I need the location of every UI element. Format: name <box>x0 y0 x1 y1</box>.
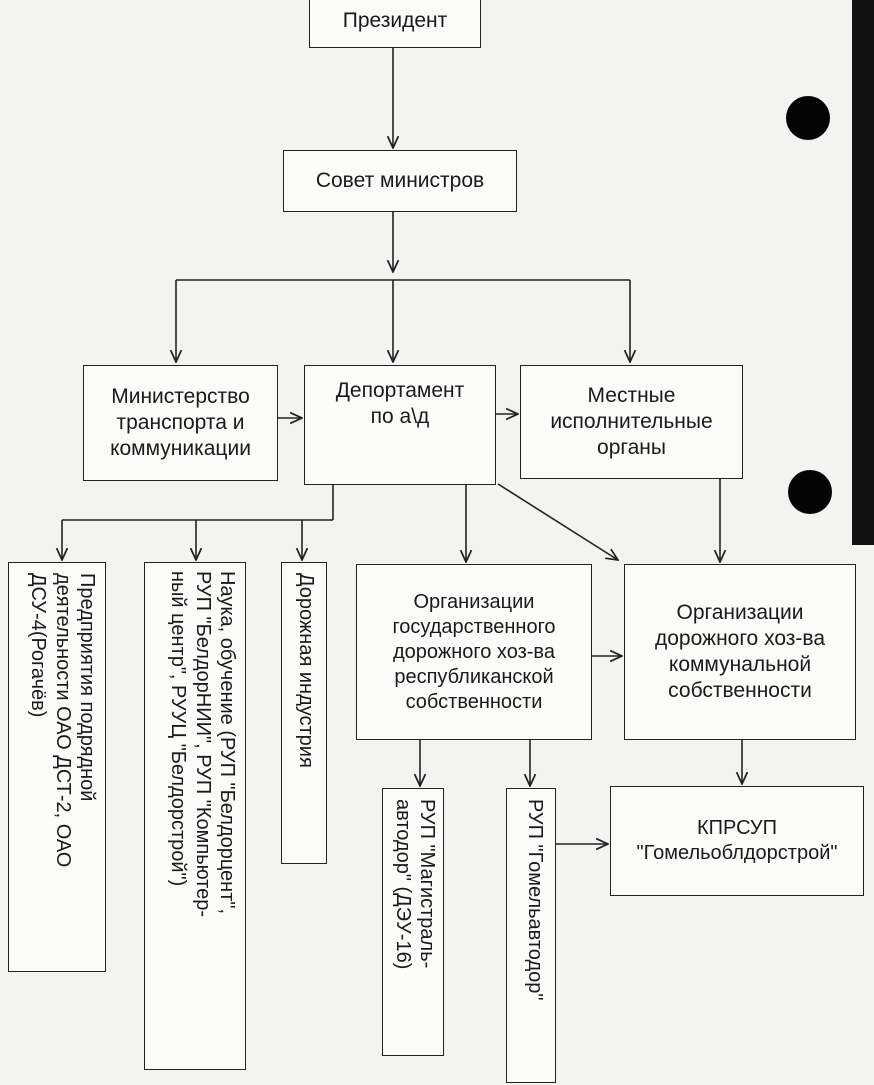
node-kprsup: КПРСУП "Гомельоблдорстрой" <box>610 786 864 896</box>
node-contractors: Предприятия подрядной деятельности ОАО Д… <box>8 562 106 972</box>
node-state-road-organizations: Организации государственного дорожного х… <box>356 564 592 740</box>
node-ministry: Министерство транспорта и коммуникации <box>83 365 278 481</box>
node-industry-label: Дорожная индустрия <box>295 573 317 768</box>
node-kprsup-label: КПРСУП "Гомельоблдорстрой" <box>636 817 838 864</box>
node-communal-road-organizations: Организации дорожного хоз-ва коммунально… <box>624 564 856 740</box>
binder-hole <box>788 470 832 514</box>
node-road-industry: Дорожная индустрия <box>281 562 327 864</box>
node-gomelavtodor-label: РУП "Гомельавтодор" <box>524 799 546 1001</box>
node-local-label: Местные исполнительные органы <box>550 383 713 460</box>
node-contractors-label: Предприятия подрядной деятельности ОАО Д… <box>27 573 98 868</box>
node-president: Президент <box>309 0 481 48</box>
node-president-label: Президент <box>342 8 448 32</box>
node-department: Депортамент по а\д <box>304 365 496 485</box>
node-council-label: Совет министров <box>315 168 485 192</box>
node-gomelavtodor: РУП "Гомельавтодор" <box>506 788 556 1083</box>
node-communal-org-label: Организации дорожного хоз-ва коммунально… <box>654 600 826 703</box>
node-ministry-label: Министерство транспорта и коммуникации <box>110 384 251 461</box>
node-magistral-avtodor: РУП "Магистраль- автодор" (ДЭУ-16) <box>382 788 444 1056</box>
node-department-label: Депортамент по а\д <box>335 379 465 429</box>
binder-hole <box>786 96 830 140</box>
node-science-label: Наука, обучение (РУП "Белдорцент", РУП "… <box>167 571 238 918</box>
node-council-of-ministers: Совет министров <box>283 150 517 212</box>
node-magistral-label: РУП "Магистраль- автодор" (ДЭУ-16) <box>391 799 438 970</box>
node-state-org-label: Организации государственного дорожного х… <box>392 590 556 713</box>
page-edge-shadow <box>852 0 874 545</box>
node-science-education: Наука, обучение (РУП "Белдорцент", РУП "… <box>144 562 246 1070</box>
node-local-authorities: Местные исполнительные органы <box>520 365 743 479</box>
